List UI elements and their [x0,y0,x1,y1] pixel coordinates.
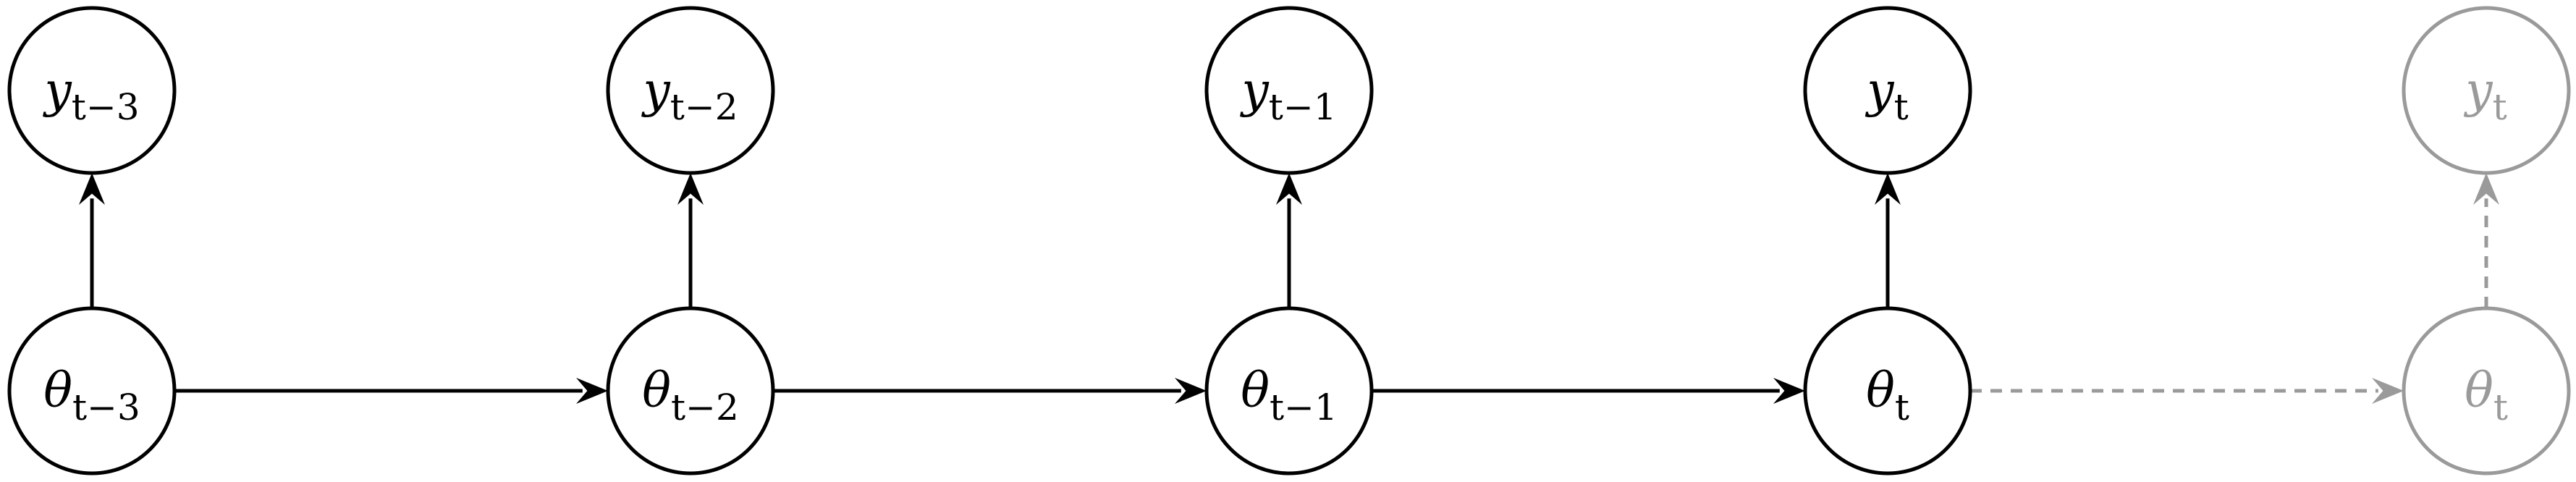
node-circle [1803,6,1972,175]
edge-theta-t-to-theta-t-pred [1970,378,2404,404]
node-y-t-1: yt−1 [1204,6,1374,175]
arrowhead-icon [677,173,704,205]
node-symbol: θ [2465,363,2493,418]
node-subscript: t [2493,386,2508,428]
node-subscript: t [2493,86,2507,128]
node-circle [1204,6,1374,175]
arrowhead-icon [576,378,608,404]
node-subscript: t−1 [1269,86,1337,128]
node-y-t-pred: yt [2402,6,2571,175]
node-label: θt−1 [1241,363,1338,428]
node-symbol: y [42,62,72,118]
arrowhead-icon [1175,378,1207,404]
edge-theta-t-pred-to-y-t-pred [2473,173,2499,308]
arrowhead-icon [1773,378,1805,404]
node-theta-t-pred: θt [2402,306,2571,475]
node-subscript: t [1895,386,1909,428]
node-subscript: t−3 [72,86,140,128]
node-symbol: y [1239,62,1269,118]
node-theta-t-3: θt−3 [7,306,177,475]
node-y-t-2: yt−2 [606,6,775,175]
node-y-t-3: yt−3 [7,6,177,175]
node-symbol: y [1865,62,1894,118]
node-theta-t-2: θt−2 [606,306,775,475]
node-label: θt−2 [642,363,739,428]
node-symbol: y [641,62,670,118]
node-circle [2402,306,2571,475]
node-circle [7,6,177,175]
edges-layer [79,173,2499,404]
node-symbol: θ [1866,363,1895,418]
arrowhead-icon [2372,378,2404,404]
edge-theta-t-1-to-y-t-1 [1276,173,1302,308]
node-symbol: θ [1241,363,1270,418]
edge-theta-t-3-to-theta-t-2 [174,378,608,404]
node-symbol: θ [642,363,671,418]
node-circle [1204,306,1374,475]
node-label: yt [2463,62,2507,128]
node-label: θt−3 [43,363,140,428]
arrowhead-icon [1276,173,1302,205]
arrowhead-icon [79,173,105,205]
edge-theta-t-3-to-y-t-3 [79,173,105,308]
node-circle [606,306,775,475]
node-subscript: t−2 [671,386,739,428]
node-label: yt−2 [641,62,738,128]
node-y-t: yt [1803,6,1972,175]
node-label: θt [1866,363,1909,428]
node-label: yt [1865,62,1908,128]
node-symbol: y [2463,62,2493,118]
node-subscript: t [1894,86,1909,128]
arrowhead-icon [2473,173,2499,205]
node-label: yt−3 [42,62,139,128]
edge-theta-t-2-to-y-t-2 [677,173,704,308]
node-theta-t-1: θt−1 [1204,306,1374,475]
arrowhead-icon [1875,173,1901,205]
node-label: yt−1 [1239,62,1336,128]
node-subscript: t−2 [670,86,738,128]
edge-theta-t-2-to-theta-t-1 [773,378,1207,404]
node-circle [606,6,775,175]
node-subscript: t−3 [72,386,140,428]
node-theta-t: θt [1803,306,1972,475]
edge-theta-t-1-to-theta-t [1372,378,1805,404]
node-circle [7,306,177,475]
node-label: θt [2465,363,2508,428]
node-circle [1803,306,1972,475]
node-subscript: t−1 [1270,386,1338,428]
node-circle [2402,6,2571,175]
node-symbol: θ [43,363,72,418]
edge-theta-t-to-y-t [1875,173,1901,308]
